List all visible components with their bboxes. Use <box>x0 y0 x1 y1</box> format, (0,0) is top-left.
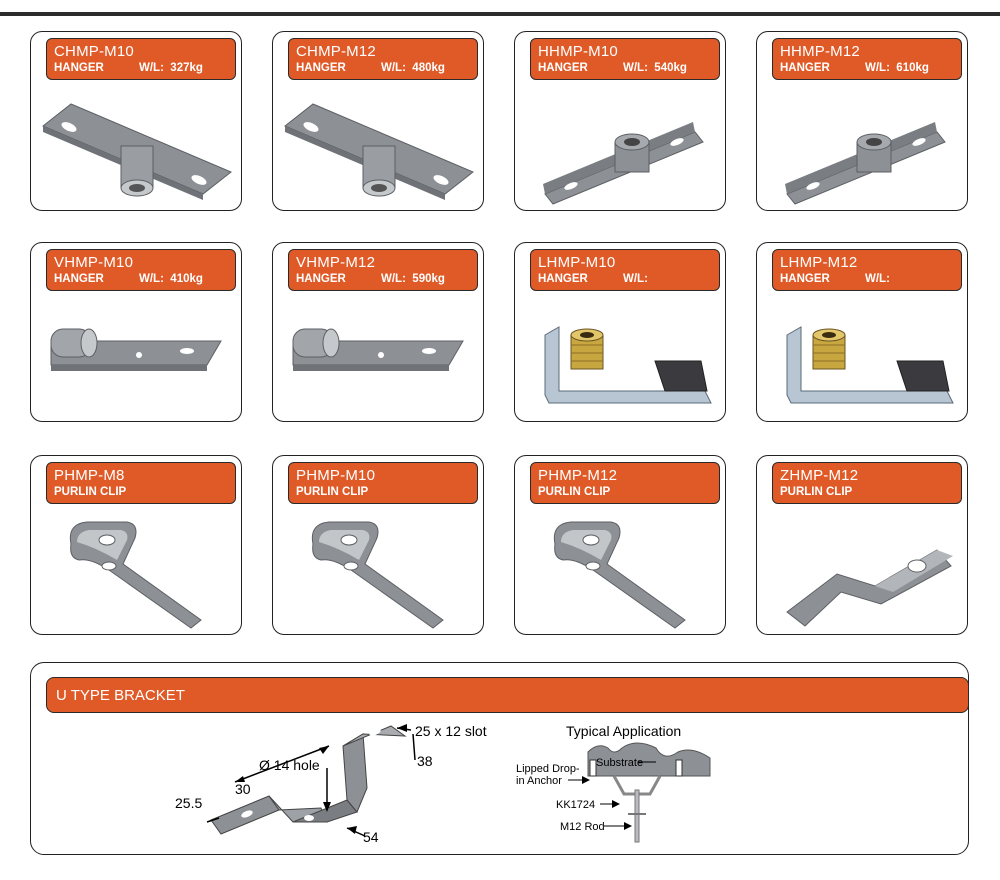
horizontal-hanger-plate-image <box>785 122 946 205</box>
product-label: LHMP-M10 HANGER W/L: <box>530 249 720 291</box>
product-card-vhmp-m10: VHMP-M10 HANGER W/L: 410kg <box>30 242 242 422</box>
u-bracket-dimension-drawing: 25 x 12 slot 38 Ø 14 hole 30 25.5 54 <box>175 723 487 845</box>
purlin-clip-image <box>553 521 686 629</box>
product-type: PURLIN CLIP <box>538 486 611 498</box>
product-code: VHMP-M12 <box>296 254 376 271</box>
product-type: HANGER <box>296 62 346 74</box>
working-load: W/L: 480kg <box>381 62 445 74</box>
product-card-phmp-m8: PHMP-M8 PURLIN CLIP <box>30 455 242 635</box>
product-code: HHMP-M10 <box>538 43 618 60</box>
vertical-hanger-plate-image <box>50 328 222 371</box>
product-label: VHMP-M10 HANGER W/L: 410kg <box>46 249 236 291</box>
dim-hole-label: Ø 14 hole <box>259 757 320 773</box>
product-code: PHMP-M8 <box>54 467 125 484</box>
working-load: W/L: 610kg <box>865 62 929 74</box>
product-type: HANGER <box>54 273 104 285</box>
working-load: W/L: 410kg <box>139 273 203 285</box>
lipped-hanger-image <box>544 326 712 404</box>
working-load: W/L: 540kg <box>623 62 687 74</box>
product-card-chmp-m12: CHMP-M12 HANGER W/L: 480kg <box>272 31 484 211</box>
working-load: W/L: 590kg <box>381 273 445 285</box>
product-card-chmp-m10: CHMP-M10 HANGER W/L: 327kg <box>30 31 242 211</box>
center-hanger-plate-image <box>284 103 474 200</box>
product-code: CHMP-M10 <box>54 43 134 60</box>
u-bracket-title: U TYPE BRACKET <box>56 687 185 704</box>
product-type: HANGER <box>538 273 588 285</box>
anchor-label-line2: in Anchor <box>516 775 562 787</box>
product-type: HANGER <box>54 62 104 74</box>
center-hanger-plate-image <box>42 103 232 200</box>
product-label: CHMP-M10 HANGER W/L: 327kg <box>46 38 236 80</box>
lipped-hanger-image <box>786 326 954 404</box>
z-purlin-clip-image <box>786 549 953 627</box>
product-label: HHMP-M12 HANGER W/L: 610kg <box>772 38 962 80</box>
product-code: ZHMP-M12 <box>780 467 859 484</box>
product-code: LHMP-M12 <box>780 254 858 271</box>
product-label: PHMP-M8 PURLIN CLIP <box>46 462 236 504</box>
product-type: HANGER <box>780 273 830 285</box>
product-label: CHMP-M12 HANGER W/L: 480kg <box>288 38 478 80</box>
dim-slot-label: 25 x 12 slot <box>415 723 487 739</box>
product-card-zhmp-m12: ZHMP-M12 PURLIN CLIP <box>756 455 968 635</box>
product-label: VHMP-M12 HANGER W/L: 590kg <box>288 249 478 291</box>
header-rule <box>0 12 1000 16</box>
product-code: HHMP-M12 <box>780 43 860 60</box>
product-label: HHMP-M10 HANGER W/L: 540kg <box>530 38 720 80</box>
product-label: LHMP-M12 HANGER W/L: <box>772 249 962 291</box>
product-type: HANGER <box>538 62 588 74</box>
dim-38-label: 38 <box>417 753 433 769</box>
vertical-hanger-plate-image <box>292 328 464 371</box>
product-code: PHMP-M12 <box>538 467 618 484</box>
purlin-clip-image <box>311 521 444 629</box>
product-card-phmp-m12: PHMP-M12 PURLIN CLIP <box>514 455 726 635</box>
application-title: Typical Application <box>566 723 681 739</box>
u-bracket-header: U TYPE BRACKET <box>46 677 969 713</box>
product-label: PHMP-M10 PURLIN CLIP <box>288 462 478 504</box>
u-bracket-panel: U TYPE BRACKET 25 x 12 slot 38 Ø 14 hole… <box>30 662 969 855</box>
working-load: W/L: <box>623 273 648 285</box>
product-code: CHMP-M12 <box>296 43 376 60</box>
product-card-lhmp-m12: LHMP-M12 HANGER W/L: <box>756 242 968 422</box>
horizontal-hanger-plate-image <box>543 122 704 205</box>
product-type: PURLIN CLIP <box>780 486 853 498</box>
kk1724-label: KK1724 <box>556 799 595 811</box>
product-label: PHMP-M12 PURLIN CLIP <box>530 462 720 504</box>
product-card-phmp-m10: PHMP-M10 PURLIN CLIP <box>272 455 484 635</box>
purlin-clip-image <box>69 521 202 629</box>
product-card-hhmp-m12: HHMP-M12 HANGER W/L: 610kg <box>756 31 968 211</box>
product-card-lhmp-m10: LHMP-M10 HANGER W/L: <box>514 242 726 422</box>
typical-application-diagram: Typical Application Substrate Lipped Dro… <box>516 723 711 843</box>
product-card-vhmp-m12: VHMP-M12 HANGER W/L: 590kg <box>272 242 484 422</box>
product-card-hhmp-m10: HHMP-M10 HANGER W/L: 540kg <box>514 31 726 211</box>
product-code: VHMP-M10 <box>54 254 134 271</box>
rod-label: M12 Rod <box>560 821 605 833</box>
dim-25-5-label: 25.5 <box>175 795 202 811</box>
product-type: HANGER <box>296 273 346 285</box>
dim-54-label: 54 <box>363 829 379 845</box>
product-code: LHMP-M10 <box>538 254 616 271</box>
product-code: PHMP-M10 <box>296 467 376 484</box>
substrate-label: Substrate <box>596 757 643 769</box>
working-load: W/L: <box>865 273 890 285</box>
working-load: W/L: 327kg <box>139 62 203 74</box>
anchor-label-line1: Lipped Drop- <box>516 763 580 775</box>
product-type: PURLIN CLIP <box>54 486 127 498</box>
product-type: HANGER <box>780 62 830 74</box>
product-label: ZHMP-M12 PURLIN CLIP <box>772 462 962 504</box>
product-type: PURLIN CLIP <box>296 486 369 498</box>
dim-30-label: 30 <box>235 781 251 797</box>
